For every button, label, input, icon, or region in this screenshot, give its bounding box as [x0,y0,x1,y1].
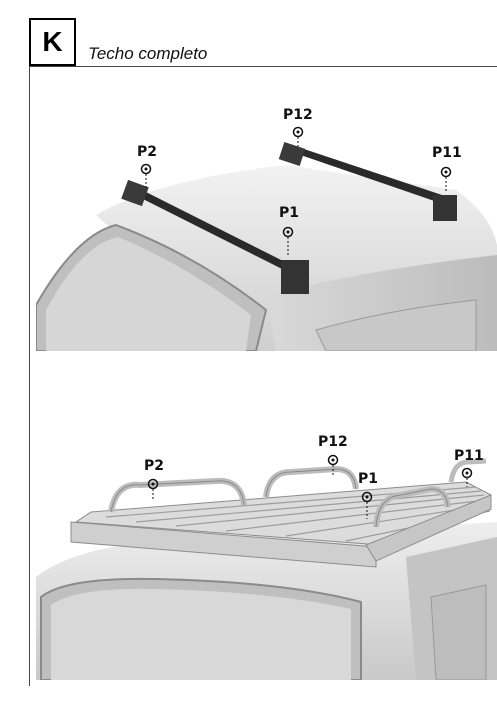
label-p11: P11 [454,448,484,464]
content-frame [29,66,497,686]
label-p1: P1 [358,471,378,487]
roof-rack-platform [70,458,493,568]
section-title: Techo completo [88,44,208,63]
label-p2: P2 [144,458,164,474]
label-p1: P1 [279,205,299,221]
label-p12: P12 [283,107,313,123]
point-marker-p11: P11 [454,448,484,487]
label-p11: P11 [432,145,462,161]
roof-bars-illustration: P2 P12 P11 P1 [36,107,497,351]
roof-bar-front [121,179,309,294]
point-marker-p1: P1 [358,471,378,519]
section-letter-badge: K [29,18,76,66]
point-marker-p12: P12 [318,434,348,477]
point-marker-p2: P2 [137,144,157,187]
van-body [36,522,497,680]
roof-rack-illustration: P2 P12 P1 P11 [36,434,497,680]
point-marker-p11: P11 [432,145,462,193]
van-body [36,165,497,351]
label-p12: P12 [318,434,348,450]
point-marker-p2: P2 [144,458,164,501]
point-marker-p1: P1 [279,205,299,255]
point-marker-p12: P12 [283,107,313,147]
label-p2: P2 [137,144,157,160]
roof-bar-rear [278,142,457,221]
